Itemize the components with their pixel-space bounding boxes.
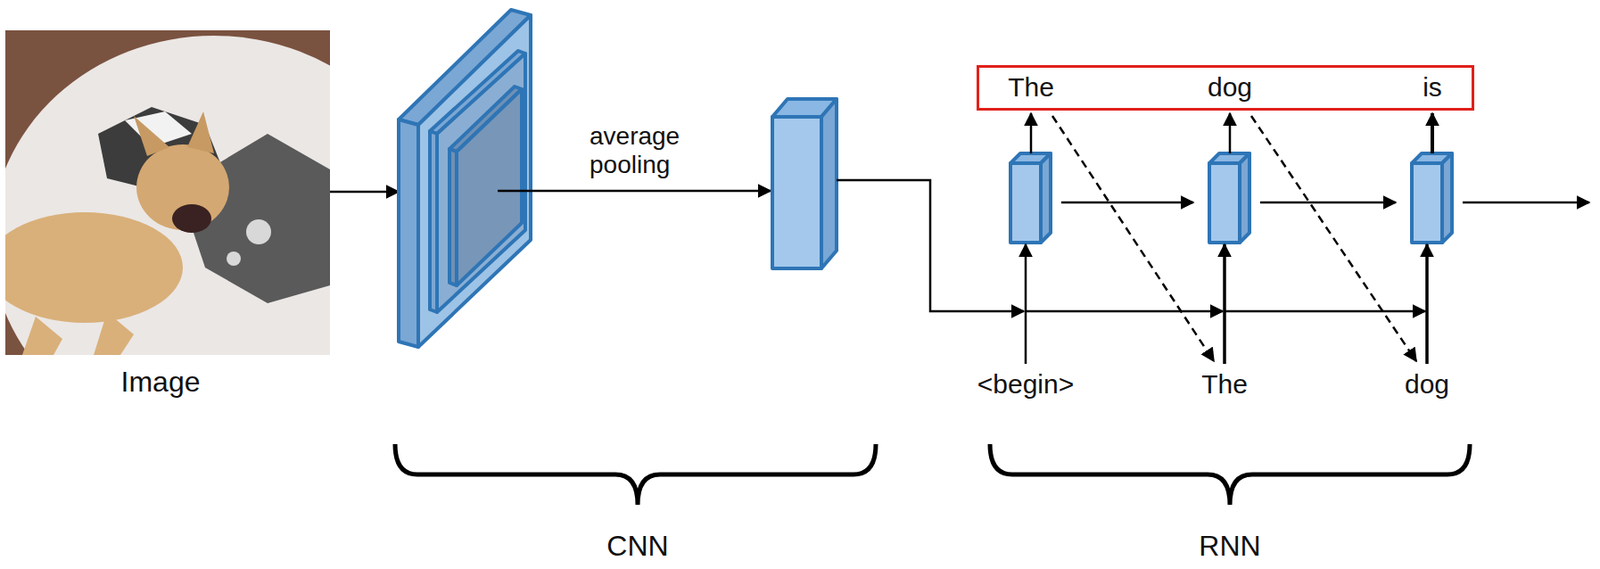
word-slot: The: [1007, 72, 1055, 104]
input-token: The: [1201, 369, 1248, 401]
feature-line: [1025, 310, 1223, 314]
output-word: dog: [1207, 72, 1253, 104]
image-label-slot: Image: [121, 365, 201, 399]
rnn-cells: [1010, 153, 1452, 243]
output-word: is: [1422, 72, 1443, 104]
pooling-label-slot: average pooling: [589, 122, 742, 180]
output-word: The: [1007, 72, 1055, 104]
feature-line: [1224, 310, 1426, 314]
word-slot: is: [1422, 72, 1443, 104]
rnn-brace: [989, 444, 1470, 505]
output-box: The dog is: [976, 65, 1475, 111]
dog-photo: [5, 30, 330, 355]
input-arrow: [329, 190, 399, 194]
input-token: dog: [1404, 369, 1450, 401]
pooling-label: average pooling: [589, 122, 742, 180]
section-label: CNN: [606, 529, 669, 563]
feature-vector: [772, 98, 837, 269]
word-slot: dog: [1207, 72, 1253, 104]
feature-line: [836, 180, 1024, 312]
conv-stack: [398, 9, 531, 347]
input-token-slot: <begin>: [977, 369, 1074, 401]
section-label-slot: CNN: [606, 529, 669, 563]
image-label: Image: [121, 365, 201, 399]
rnn-arrows: [1025, 113, 1590, 364]
input-token: <begin>: [977, 369, 1074, 401]
cnn-brace: [395, 444, 876, 505]
input-token-slot: dog: [1404, 369, 1450, 401]
section-label: RNN: [1198, 529, 1261, 563]
section-label-slot: RNN: [1198, 529, 1261, 563]
pooling-arrow: [497, 189, 771, 193]
input-token-slot: The: [1201, 369, 1248, 401]
